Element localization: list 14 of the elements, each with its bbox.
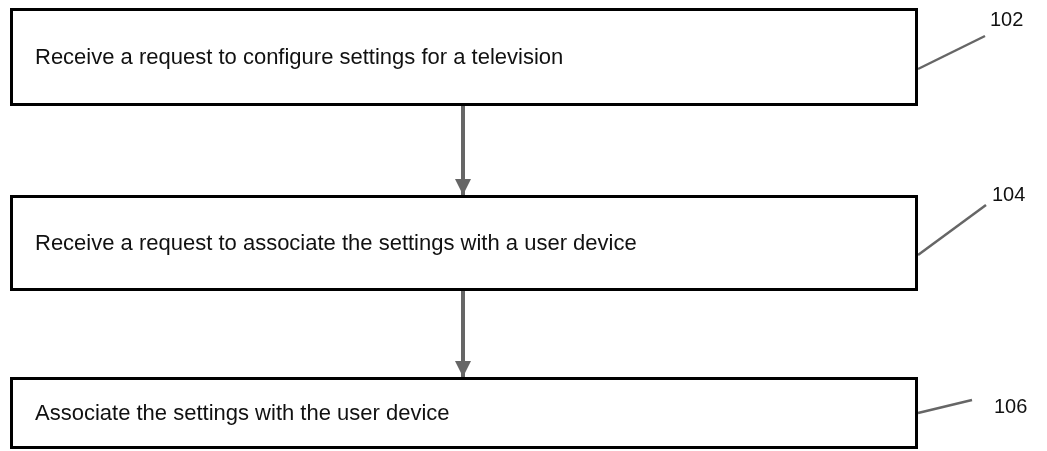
arrow bbox=[455, 291, 471, 377]
process-box bbox=[10, 8, 918, 106]
leader-line bbox=[917, 204, 987, 256]
step-text: Associate the settings with the user device bbox=[35, 400, 450, 426]
arrow bbox=[455, 106, 471, 195]
process-box bbox=[10, 195, 918, 291]
leader-line bbox=[917, 398, 973, 415]
reference-number: 104 bbox=[992, 183, 1032, 207]
step-text: Receive a request to associate the settings with a user device bbox=[35, 230, 637, 256]
reference-number: 106 bbox=[994, 395, 1034, 419]
leader-line bbox=[917, 34, 986, 71]
process-box bbox=[10, 377, 918, 449]
step-text: Receive a request to configure settings for a television bbox=[35, 44, 564, 70]
reference-number: 102 bbox=[990, 8, 1030, 32]
